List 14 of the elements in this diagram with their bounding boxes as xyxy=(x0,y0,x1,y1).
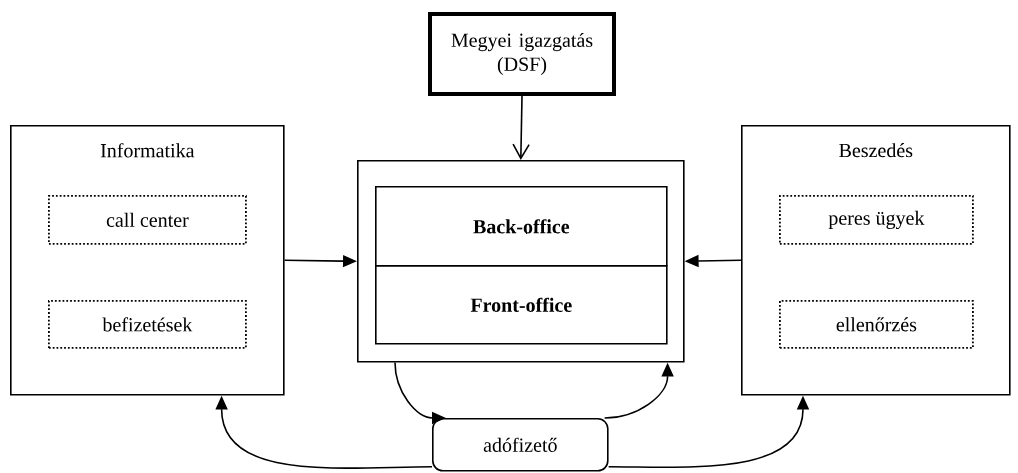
office-box: Front-office xyxy=(375,265,668,345)
panel-heading: Informatika xyxy=(100,143,195,158)
panel-heading: Beszedés xyxy=(839,143,913,158)
office-box: Megyei igazgatás (DSF) xyxy=(428,12,616,96)
task-box: befizetések xyxy=(48,300,247,349)
task-box: ellenőrzés xyxy=(779,300,974,349)
task-box: call center xyxy=(48,195,247,245)
department-panel xyxy=(741,125,1011,396)
office-frame xyxy=(357,160,685,363)
client-box: adófizető xyxy=(432,418,609,472)
arrow xyxy=(512,95,530,160)
department-panel xyxy=(10,125,285,396)
task-box: peres ügyek xyxy=(779,195,974,245)
office-box: Back-office xyxy=(375,186,668,267)
